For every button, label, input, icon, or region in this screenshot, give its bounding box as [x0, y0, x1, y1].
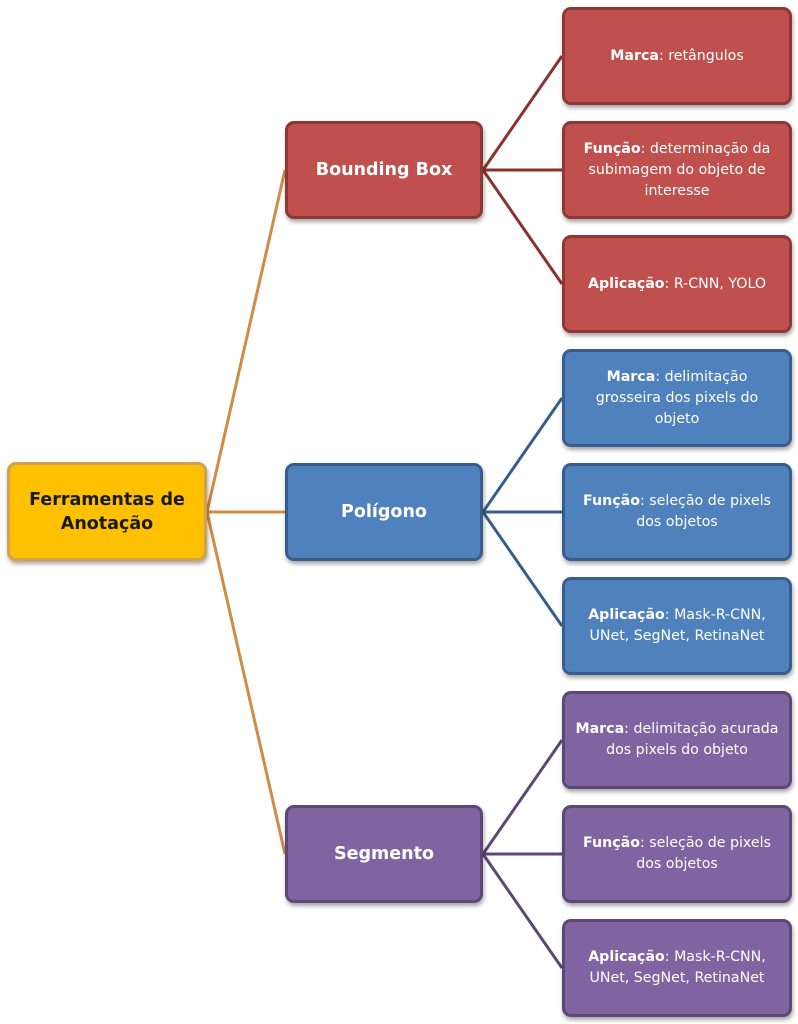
- connector-segment-marca: [481, 739, 564, 855]
- leaf-key: Marca: [575, 721, 625, 737]
- leaf-bbox-funcao: Função: determinação da subimagem do obj…: [562, 121, 792, 219]
- leaf-key: Função: [583, 835, 640, 851]
- leaf-text: : R-CNN, YOLO: [664, 275, 767, 292]
- leaf-bbox-marca: Marca: retângulos: [562, 7, 792, 105]
- leaf-key: Função: [583, 493, 640, 509]
- leaf-key: Marca: [606, 368, 656, 385]
- leaf-key: Aplicação: [588, 607, 665, 623]
- leaf-polygon-aplicacao: Aplicação: Mask-R-CNN, UNet, SegNet, Ret…: [562, 577, 792, 675]
- leaf-text: : delimitação acurada dos pixels do obje…: [606, 721, 779, 758]
- leaf-key: Marca: [610, 47, 659, 64]
- branch-label: Segmento: [334, 844, 434, 864]
- leaf-key: Aplicação: [587, 275, 665, 292]
- leaf-text: : Mask-R-CNN, UNet, SegNet, RetinaNet: [589, 607, 766, 644]
- root-label-line2: Anotação: [60, 513, 154, 534]
- root-label-line1: Ferramentas de: [29, 489, 185, 510]
- leaf-segment-aplicacao: Aplicação: Mask-R-CNN, UNet, SegNet, Ret…: [562, 919, 792, 1017]
- connector-root-segment: [205, 511, 287, 855]
- leaf-text: : determinação da subimagem do objeto de…: [588, 140, 771, 199]
- connector-segment-aplicacao: [481, 853, 564, 969]
- leaf-text: : Mask-R-CNN, UNet, SegNet, RetinaNet: [589, 949, 766, 986]
- leaf-text: : seleção de pixels dos objetos: [636, 493, 771, 530]
- root-node-ferramentas-de-anotacao: Ferramentas de Anotação: [7, 462, 207, 561]
- connector-root-bbox: [205, 169, 287, 513]
- branch-node-bounding-box: Bounding Box: [285, 121, 483, 219]
- connector-polygon-aplicacao: [481, 511, 564, 627]
- connector-bbox-aplicacao: [481, 169, 564, 285]
- connector-bbox-marca: [481, 55, 564, 171]
- branch-node-poligono: Polígono: [285, 463, 483, 561]
- leaf-key: Aplicação: [588, 949, 665, 965]
- leaf-key: Função: [583, 140, 641, 157]
- leaf-segment-funcao: Função: seleção de pixels dos objetos: [562, 805, 792, 903]
- leaf-polygon-funcao: Função: seleção de pixels dos objetos: [562, 463, 792, 561]
- leaf-segment-marca: Marca: delimitação acurada dos pixels do…: [562, 691, 792, 789]
- leaf-polygon-marca: Marca: delimitação grosseira dos pixels …: [562, 349, 792, 447]
- leaf-text: : retângulos: [658, 47, 744, 64]
- branch-label: Polígono: [341, 502, 427, 522]
- leaf-bbox-aplicacao: Aplicação: R-CNN, YOLO: [562, 235, 792, 333]
- connector-polygon-marca: [481, 397, 564, 513]
- leaf-text: : delimitação grosseira dos pixels do ob…: [595, 368, 759, 427]
- branch-label: Bounding Box: [315, 160, 453, 180]
- leaf-text: : seleção de pixels dos objetos: [636, 835, 771, 872]
- branch-node-segmento: Segmento: [285, 805, 483, 903]
